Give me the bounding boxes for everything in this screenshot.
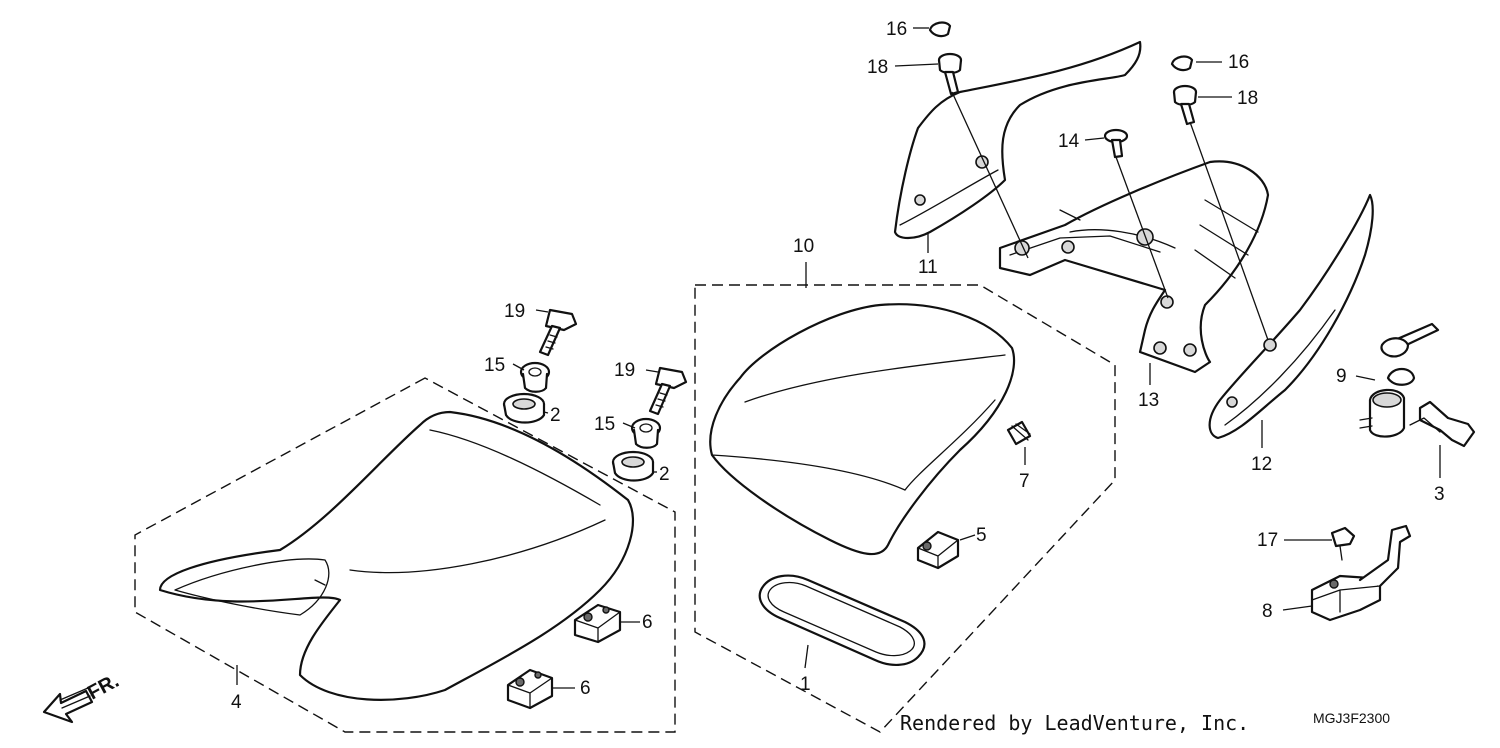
callout-2-left: 2 <box>550 405 561 426</box>
seat-cowl-13 <box>998 160 1270 374</box>
leader-lines <box>236 27 1441 689</box>
render-credit: Rendered by LeadVenture, Inc. <box>900 711 1249 735</box>
clip-14 <box>1103 128 1129 159</box>
bolt-18-right <box>1172 84 1198 126</box>
callout-2-right: 2 <box>659 464 670 485</box>
grab-rail-cover-12 <box>1208 193 1374 440</box>
callout-8: 8 <box>1262 601 1273 622</box>
callout-19-left: 19 <box>504 301 525 322</box>
callout-15-left: 15 <box>484 355 505 376</box>
callout-5: 5 <box>976 525 987 546</box>
callout-19-right: 19 <box>614 360 635 381</box>
cushion-6-lower <box>506 668 554 710</box>
callout-15-right: 15 <box>594 414 615 435</box>
callout-18-left: 18 <box>867 57 888 78</box>
washer-15-right <box>630 417 662 449</box>
callout-labels: 1 2 2 3 4 5 6 6 7 8 9 10 11 12 13 14 15 … <box>231 19 1445 713</box>
callout-6-upper: 6 <box>642 612 653 633</box>
cap-16-right <box>1170 55 1194 72</box>
bolt-19-right <box>648 366 688 416</box>
callout-13: 13 <box>1138 390 1159 411</box>
callout-7: 7 <box>1019 471 1030 492</box>
callout-9: 9 <box>1336 366 1347 387</box>
callout-3: 3 <box>1434 484 1445 505</box>
seal-ring <box>758 574 926 666</box>
rider-seat-group-outline <box>134 377 676 733</box>
callout-1: 1 <box>800 674 811 695</box>
grommet-2-right <box>611 450 655 482</box>
callout-17: 17 <box>1257 530 1278 551</box>
callout-16-right: 16 <box>1228 52 1249 73</box>
callout-16-left: 16 <box>886 19 907 40</box>
key-cylinder-9 <box>1359 322 1440 438</box>
callout-6-lower: 6 <box>580 678 591 699</box>
callout-10: 10 <box>793 236 814 257</box>
bolt-18-left <box>937 52 963 96</box>
drawing-code: MGJ3F2300 <box>1313 710 1390 726</box>
bolt-17 <box>1330 526 1356 561</box>
grab-rail-cover-11 <box>893 40 1142 240</box>
front-direction-arrow: FR. <box>42 670 123 724</box>
screw-7 <box>1006 420 1032 446</box>
callout-4: 4 <box>231 692 242 713</box>
callout-18-right: 18 <box>1237 88 1258 109</box>
seat-catch-8 <box>1310 524 1412 622</box>
washer-15-left <box>519 361 551 393</box>
pillion-seat <box>709 303 1016 556</box>
rider-seat <box>158 410 635 701</box>
callout-14: 14 <box>1058 131 1080 152</box>
pillion-seat-group-outline <box>694 284 1116 733</box>
cushion-5 <box>916 530 960 570</box>
callout-12: 12 <box>1251 454 1272 475</box>
callout-11: 11 <box>918 257 938 278</box>
grommet-2-left <box>502 392 546 424</box>
latch-3 <box>1409 400 1476 448</box>
cap-16-left <box>928 21 952 38</box>
bolt-19-left <box>538 308 578 357</box>
cushion-6-upper <box>573 603 622 644</box>
